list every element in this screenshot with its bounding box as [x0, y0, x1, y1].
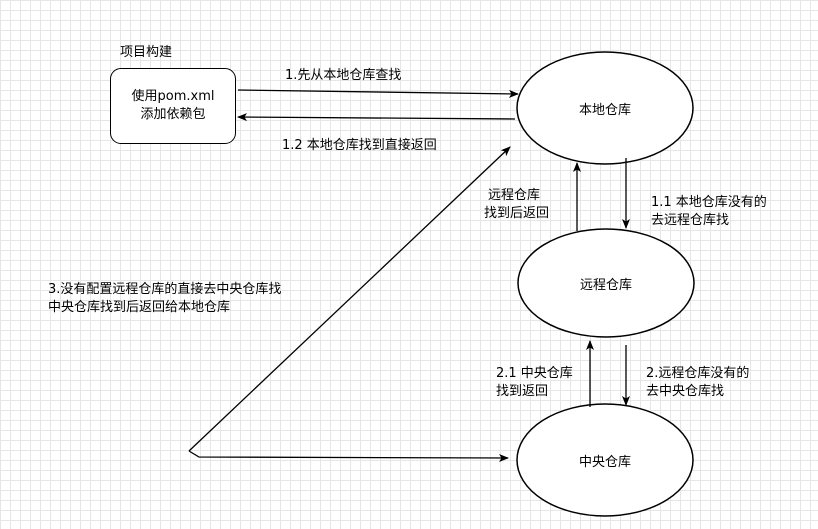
- edge-central-to-local: [188, 146, 511, 452]
- edge-label-2-1-line1: 2.1 中央仓库: [496, 366, 573, 381]
- local-repo-ellipse[interactable]: [516, 51, 694, 165]
- build-box[interactable]: 使用pom.xml 添加依赖包: [110, 68, 236, 144]
- edge-label-3-line1: 3.没有配置远程仓库的直接去中央仓库找: [48, 282, 282, 297]
- build-box-line2: 添加依赖包: [140, 107, 206, 122]
- edge-local-to-box: [237, 113, 516, 122]
- local-repo-label: 本地仓库: [578, 102, 631, 118]
- edge-label-1-2: 1.2 本地仓库找到直接返回: [282, 138, 437, 153]
- edge-label-1: 1.先从本地仓库查找: [285, 68, 402, 83]
- edge-box-to-central: [188, 450, 509, 462]
- central-repo-label: 中央仓库: [578, 454, 631, 470]
- edge-label-2-1-line2: 找到返回: [496, 384, 549, 399]
- build-title: 项目构建: [120, 45, 173, 60]
- edge-box-to-local: [237, 89, 519, 98]
- edge-label-2-line1: 2.远程仓库没有的: [646, 366, 750, 381]
- build-box-line1: 使用pom.xml: [131, 89, 215, 104]
- central-repo-ellipse[interactable]: [516, 403, 694, 517]
- edge-label-1-1-line1: 1.1 本地仓库没有的: [651, 195, 767, 210]
- remote-repo-label: 远程仓库: [579, 277, 632, 293]
- edge-label-3-line2: 中央仓库找到后返回给本地仓库: [48, 300, 231, 315]
- edge-label-remote-return-line1: 远程仓库: [488, 188, 541, 203]
- edge-label-remote-return-line2: 找到后返回: [484, 206, 550, 221]
- edge-label-2-line2: 去中央仓库找: [646, 384, 725, 399]
- remote-repo-ellipse[interactable]: [517, 228, 695, 338]
- edge-label-1-1-line2: 去远程仓库找: [651, 213, 730, 228]
